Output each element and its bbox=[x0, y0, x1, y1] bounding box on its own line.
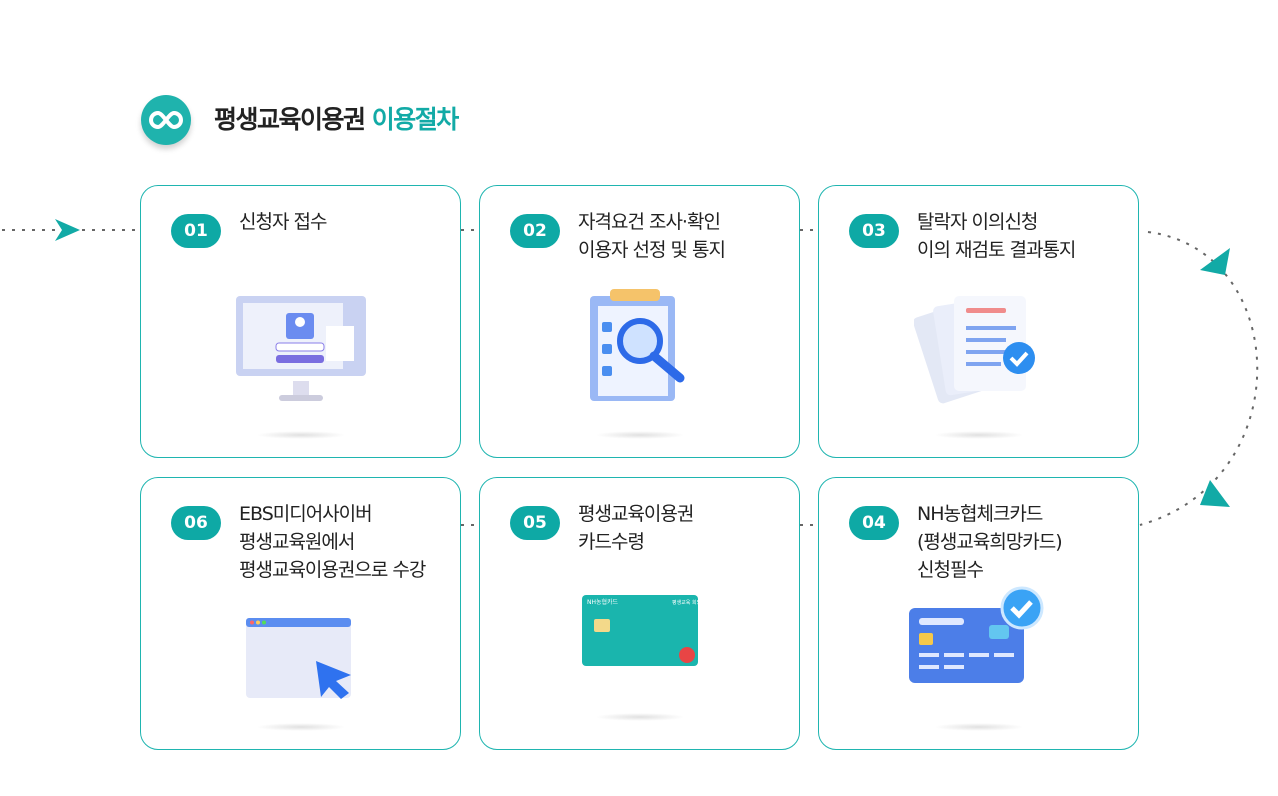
illustration-shadow bbox=[933, 723, 1024, 731]
step-text-line: 신청필수 bbox=[917, 559, 984, 581]
step-number-badge: 05 bbox=[510, 506, 560, 540]
illustration-shadow bbox=[255, 723, 346, 731]
step-card-04: 04 NH농협체크카드 (평생교육희망카드) 신청필수 bbox=[818, 477, 1139, 750]
illustration-shadow bbox=[594, 713, 685, 721]
step-text-line: (평생교육희망카드) bbox=[917, 531, 1063, 553]
step-text-line: 이용자 선정 및 통지 bbox=[578, 239, 726, 261]
nh-card-icon: NH농협카드 평생교육 희망카드 bbox=[580, 593, 710, 672]
step-description: 신청자 접수 bbox=[239, 208, 327, 236]
arrow-right-icon bbox=[55, 219, 80, 241]
step-text-line: 평생교육원에서 bbox=[239, 531, 355, 553]
page-title: 평생교육이용권 이용절차 bbox=[214, 105, 459, 134]
step-number-badge: 06 bbox=[171, 506, 221, 540]
step-text-line: EBS미디어사이버 bbox=[239, 503, 373, 525]
svg-text:평생교육 희망카드: 평생교육 희망카드 bbox=[672, 599, 700, 606]
logo bbox=[141, 95, 191, 145]
step-text-line: 신청자 접수 bbox=[239, 211, 327, 233]
browser-cursor-icon bbox=[241, 613, 361, 707]
svg-text:NH농협카드: NH농협카드 bbox=[587, 598, 619, 606]
step-text-line: 자격요건 조사·확인 bbox=[578, 211, 721, 233]
documents-check-icon bbox=[912, 286, 1044, 410]
step-text-line: 카드수령 bbox=[578, 531, 645, 553]
step-description: NH농협체크카드 (평생교육희망카드) 신청필수 bbox=[917, 500, 1063, 584]
clipboard-search-icon bbox=[580, 286, 700, 410]
step-number-badge: 04 bbox=[849, 506, 899, 540]
credit-card-check-icon bbox=[904, 583, 1054, 697]
step-number-badge: 03 bbox=[849, 214, 899, 248]
step-number-badge: 02 bbox=[510, 214, 560, 248]
monitor-login-icon bbox=[231, 291, 371, 415]
arrow-down-icon bbox=[1200, 248, 1230, 275]
illustration-shadow bbox=[933, 431, 1024, 439]
step-text-line: 평생교육이용권으로 수강 bbox=[239, 559, 426, 581]
step-number-badge: 01 bbox=[171, 214, 221, 248]
step-text-line: NH농협체크카드 bbox=[917, 503, 1043, 525]
step-text-line: 탈락자 이의신청 bbox=[917, 211, 1038, 233]
step-text-line: 이의 재검토 결과통지 bbox=[917, 239, 1076, 261]
illustration-shadow bbox=[255, 431, 346, 439]
illustration-shadow bbox=[594, 431, 685, 439]
arrow-left-icon bbox=[1200, 480, 1230, 507]
step-text-line: 평생교육이용권 bbox=[578, 503, 694, 525]
infinity-icon bbox=[149, 110, 183, 130]
step-card-01: 01 신청자 접수 bbox=[140, 185, 461, 458]
